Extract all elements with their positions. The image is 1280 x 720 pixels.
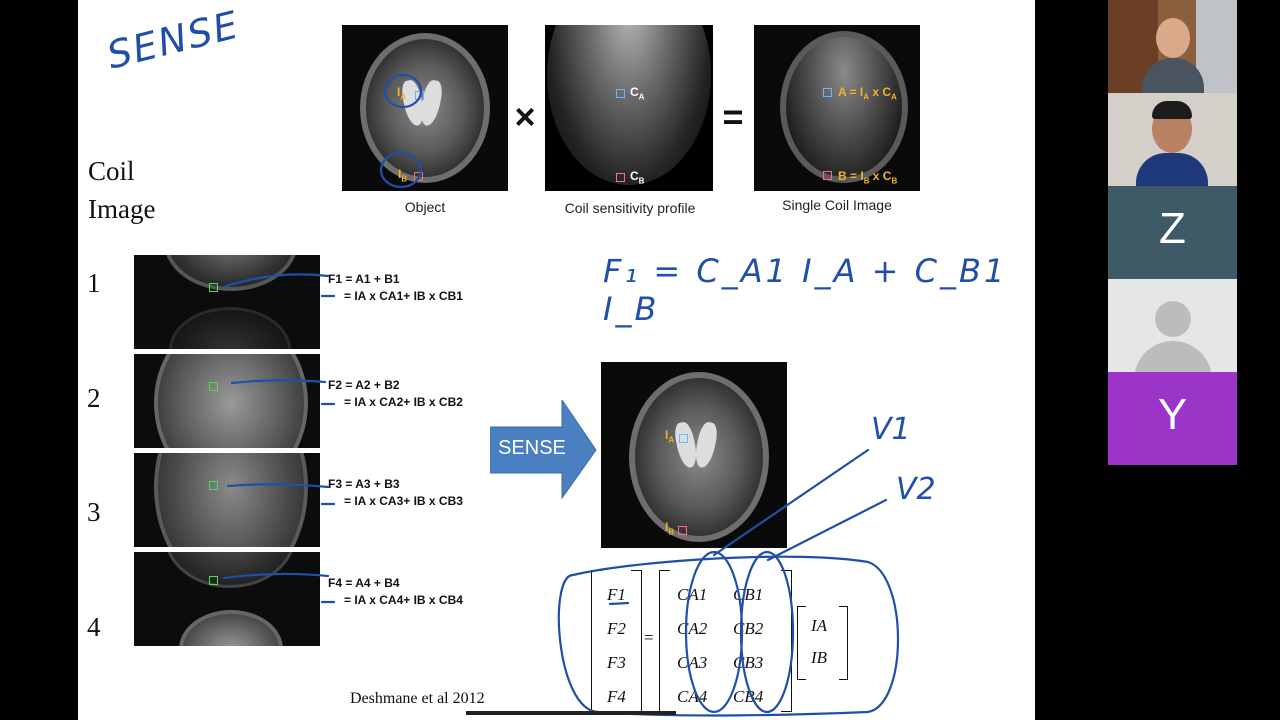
equation-row-3: F3 = A3 + B3 = IA x CA3+ IB x CB3 (328, 477, 463, 508)
matrix-ca2: CA2 (677, 619, 708, 638)
label-ia: IA (397, 85, 407, 102)
matrix-ib: IB (811, 648, 828, 667)
equals-operator: = (722, 96, 744, 137)
video-gallery: Z Y (1108, 0, 1237, 465)
label-b-equation: B = IB x CB (838, 169, 898, 186)
coil-strip-3 (134, 453, 320, 547)
avatar-icon (1155, 301, 1191, 337)
matrix-ia: IA (811, 616, 828, 635)
participant-video[interactable] (1108, 93, 1237, 186)
caption-single-coil: Single Coil Image (782, 197, 892, 213)
handwritten-annotations (222, 73, 899, 717)
matrix-ca1: CA1 (677, 585, 708, 604)
sense-arrow-label: SENSE (498, 437, 566, 459)
label-recon-ia: IA (665, 428, 675, 445)
label-ca: CA (630, 85, 645, 102)
single-coil-image: A = IA x CA B = IB x CB (754, 25, 920, 191)
scroll-indicator[interactable] (466, 711, 676, 715)
label-cb: CB (630, 169, 645, 186)
matrix-f3: F3 (607, 653, 626, 672)
matrix-f2: F2 (607, 619, 626, 638)
row-number-3: 3 (87, 497, 101, 527)
matrix-ca3: CA3 (677, 653, 708, 672)
participant-y-initial: Y (1157, 390, 1188, 439)
handwritten-v1: V1 (871, 412, 911, 447)
object-image: IA IB (342, 25, 508, 191)
label-recon-ib: IB (665, 520, 675, 537)
row-number-1: 1 (87, 268, 101, 298)
citation: Deshmane et al 2012 (350, 690, 485, 707)
participant-y-tile[interactable]: Y (1108, 372, 1237, 465)
label-a-equation: A = IA x CA (838, 85, 897, 102)
sense-arrow (490, 400, 597, 500)
coil-strip-2 (134, 354, 320, 448)
equation-row-2: F2 = A2 + B2 = IA x CA2+ IB x CB2 (328, 378, 463, 409)
reconstructed-image: IA IB (601, 362, 787, 548)
participant-avatar-tile[interactable] (1108, 279, 1237, 372)
equation-row-1: F1 = A1 + B1 = IA x CA1+ IB x CB1 (328, 272, 463, 303)
presenter-video[interactable] (1108, 0, 1237, 93)
matrix-f4: F4 (607, 687, 626, 706)
matrix-equation: F1 F2 F3 F4 = CA1 CA2 CA3 CA4 CB1 CB2 CB… (591, 570, 861, 715)
side-heading: Coil Image (88, 156, 156, 224)
matrix-cb4: CB4 (733, 687, 764, 706)
row-number-4: 4 (87, 612, 101, 642)
matrix-f1: F1 (607, 585, 626, 604)
presentation-slide: SENSE Coil Image IA IB Object × CA CB Co… (78, 0, 1035, 720)
caption-object: Object (404, 199, 446, 215)
coil-strip-4 (134, 552, 320, 646)
equation-row-4: F4 = A4 + B4 = IA x CA4+ IB x CB4 (328, 576, 463, 607)
coil-strip-1 (134, 255, 320, 349)
handwritten-v2: V2 (896, 472, 936, 507)
label-ib: IB (398, 167, 408, 184)
participant-z-initial: Z (1159, 204, 1186, 253)
row-number-2: 2 (87, 383, 101, 413)
participant-z-tile[interactable]: Z (1108, 186, 1237, 279)
matrix-equals: = (644, 628, 654, 647)
coil-sensitivity-image: CA CB (545, 25, 713, 191)
caption-coil: Coil sensitivity profile (564, 200, 696, 216)
times-operator: × (514, 96, 536, 137)
handwritten-formula: F₁ = C_A1 I_A + C_B1 I_B (603, 252, 1008, 328)
